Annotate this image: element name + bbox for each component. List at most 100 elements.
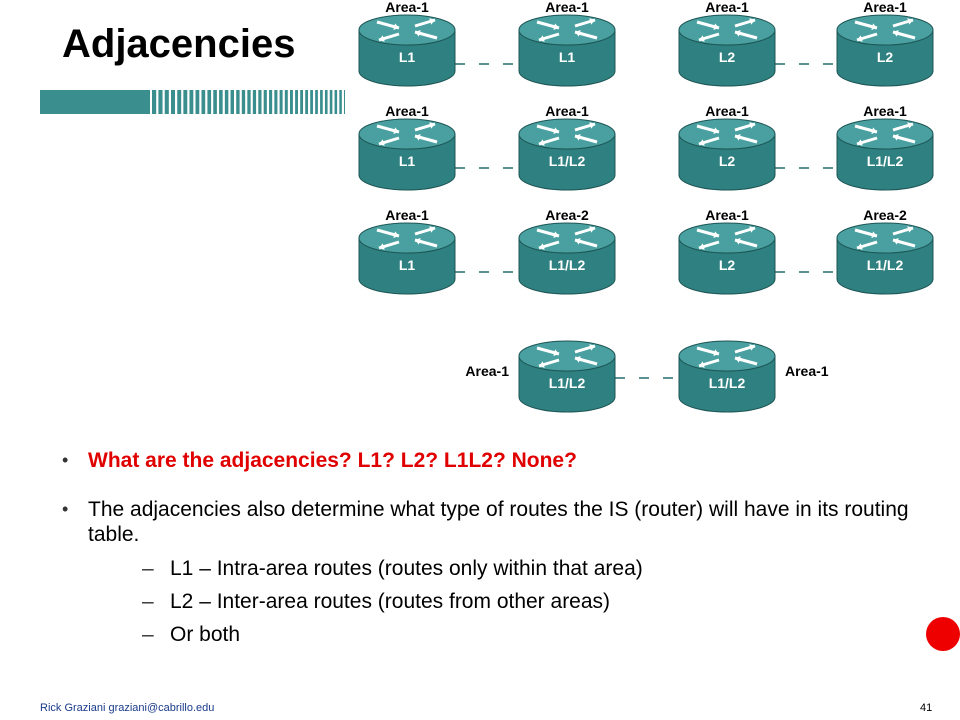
router-body — [358, 29, 456, 87]
arrow-head — [393, 231, 399, 238]
sub-bullet-text: L1 – Intra-area routes (routes only with… — [170, 556, 643, 580]
stripe-line — [258, 90, 262, 114]
stripe-line — [320, 90, 323, 114]
arrow-head — [379, 35, 385, 42]
arrow-head — [429, 226, 435, 233]
arrow-head — [589, 18, 595, 25]
stripe-line — [177, 90, 182, 114]
router-area-label: Area-1 — [705, 103, 749, 119]
router-area-label: Area-1 — [705, 0, 749, 15]
router-level-label: L1/L2 — [867, 257, 904, 273]
stripe-line — [295, 90, 298, 114]
arrow-head — [735, 356, 741, 363]
router-area-label: Area-1 — [705, 207, 749, 223]
arrow-head — [553, 23, 559, 30]
stripe-line — [274, 90, 278, 114]
router-body — [518, 29, 616, 87]
router-top — [518, 222, 616, 254]
arrow-head — [857, 35, 863, 42]
arrow-head — [871, 23, 877, 30]
router-top — [678, 222, 776, 254]
stripe-line — [241, 90, 246, 114]
router-area-label: Area-1 — [385, 0, 429, 15]
arrow-head — [589, 226, 595, 233]
stripe-line — [339, 90, 342, 114]
arrow-head — [735, 30, 741, 37]
arrow-head — [871, 231, 877, 238]
footer-author: Rick Graziani graziani@cabrillo.edu — [40, 702, 215, 714]
stripe-line — [247, 90, 251, 114]
bullet-dot-icon: • — [62, 450, 69, 470]
router-top — [518, 118, 616, 150]
router-top — [678, 14, 776, 46]
router-area-label: Area-1 — [863, 0, 907, 15]
router-top — [836, 14, 934, 46]
arrow-head — [575, 356, 581, 363]
arrow-head — [575, 134, 581, 141]
stripe-line — [189, 90, 194, 114]
arrow-head — [429, 18, 435, 25]
stripe-solid — [40, 90, 150, 114]
stripe-line — [171, 90, 176, 114]
stripe-line — [305, 90, 309, 114]
stripe-line — [279, 90, 283, 114]
router-top — [358, 222, 456, 254]
page-number: 41 — [920, 702, 933, 714]
arrow-head — [539, 35, 545, 42]
sub-bullet-l2: – L2 – Inter-area routes (routes from ot… — [88, 589, 928, 614]
stripe-line — [230, 90, 234, 114]
stripe-line — [324, 90, 328, 114]
stripe-line — [269, 90, 273, 114]
router-area-label: Area-2 — [545, 207, 589, 223]
router-level-label: L2 — [719, 257, 736, 273]
router-top — [518, 340, 616, 372]
arrow-head — [393, 127, 399, 134]
bullet-list: • What are the adjacencies? L1? L2? L1L2… — [48, 448, 928, 671]
router-level-label: L1/L2 — [709, 375, 746, 391]
router: L1/L2 Area-2 — [518, 207, 616, 295]
stripe-line — [310, 90, 313, 114]
arrow-head — [907, 122, 913, 129]
dash-icon: – — [142, 589, 154, 613]
stripe-line — [236, 90, 240, 114]
arrow-head — [699, 35, 705, 42]
arrow-head — [713, 349, 719, 356]
arrow-head — [553, 127, 559, 134]
router-level-label: L1/L2 — [549, 257, 586, 273]
arrow-head — [713, 23, 719, 30]
arrow-head — [871, 127, 877, 134]
router-body — [678, 133, 776, 191]
arrow-head — [857, 243, 863, 250]
router-level-label: L1 — [399, 257, 416, 273]
arrow-head — [857, 139, 863, 146]
router-area-label: Area-1 — [465, 363, 509, 379]
sub-bullet-both: – Or both — [88, 622, 928, 647]
arrow-head — [575, 30, 581, 37]
sub-bullet-l1: – L1 – Intra-area routes (routes only wi… — [88, 556, 928, 581]
router-area-label: Area-1 — [545, 0, 589, 15]
stripe-line — [183, 90, 188, 114]
arrow-head — [735, 134, 741, 141]
arrow-head — [699, 139, 705, 146]
arrow-head — [749, 18, 755, 25]
router-top — [678, 340, 776, 372]
stripe-line — [289, 90, 293, 114]
arrow-head — [553, 349, 559, 356]
router-body — [518, 355, 616, 413]
arrow-head — [749, 344, 755, 351]
router-level-label: L1 — [399, 153, 416, 169]
arrow-head — [699, 361, 705, 368]
arrow-head — [749, 122, 755, 129]
stripe-line — [252, 90, 257, 114]
arrow-head — [893, 238, 899, 245]
arrow-head — [429, 122, 435, 129]
stripe-line — [219, 90, 223, 114]
stripe-line — [207, 90, 212, 114]
router-top — [518, 14, 616, 46]
stripe-line — [315, 90, 318, 114]
